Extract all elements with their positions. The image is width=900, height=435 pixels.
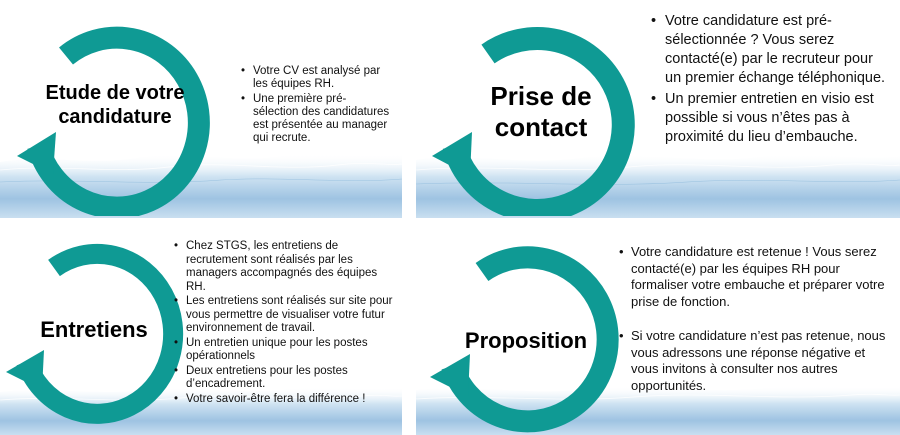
step-bullet-list: Chez STGS, les entretiens de recrutement…	[174, 240, 396, 407]
bullet-item: Votre savoir-être fera la différence !	[174, 393, 396, 407]
step-panel-etude: Etude de votre candidature Votre CV est …	[0, 0, 402, 218]
step-panel-entretiens: Entretiens Chez STGS, les entretiens de …	[0, 228, 402, 435]
step-title: Prise de contact	[490, 80, 592, 142]
bullet-item: Votre CV est analysé par les équipes RH.	[241, 65, 391, 91]
step-title: Entretiens	[40, 316, 148, 342]
circular-arrow-icon	[17, 26, 210, 216]
bullet-item: Deux entretiens pour les postes d’encadr…	[174, 365, 396, 392]
bullet-item: Votre candidature est pré-sélectionnée ?…	[651, 12, 893, 88]
circular-arrow-icon	[430, 246, 619, 433]
bullet-item: Si votre candidature n’est pas retenue, …	[619, 328, 895, 394]
circular-arrow-icon	[6, 243, 184, 424]
step-bullet-list: Votre CV est analysé par les équipes RH.…	[241, 65, 391, 147]
step-title: Etude de votre candidature	[45, 82, 185, 128]
bullet-item: Les entretiens sont réalisés sur site po…	[174, 295, 396, 336]
circular-arrow-icon	[432, 27, 635, 216]
bullet-item: Chez STGS, les entretiens de recrutement…	[174, 240, 396, 294]
bullet-item: Un premier entretien en visio est possib…	[651, 90, 893, 147]
step-bullet-list: Votre candidature est pré-sélectionnée ?…	[651, 12, 893, 149]
bullet-item: Votre candidature est retenue ! Vous ser…	[619, 244, 895, 310]
step-bullet-list: Votre candidature est retenue ! Vous ser…	[619, 244, 895, 412]
bullet-item: Une première pré-sélection des candidatu…	[241, 93, 391, 145]
bullet-item: Un entretien unique pour les postes opér…	[174, 337, 396, 364]
step-panel-proposition: Proposition Votre candidature est retenu…	[416, 228, 900, 435]
step-panel-prise-de-contact: Prise de contact Votre candidature est p…	[416, 0, 900, 218]
step-title: Proposition	[464, 327, 588, 353]
